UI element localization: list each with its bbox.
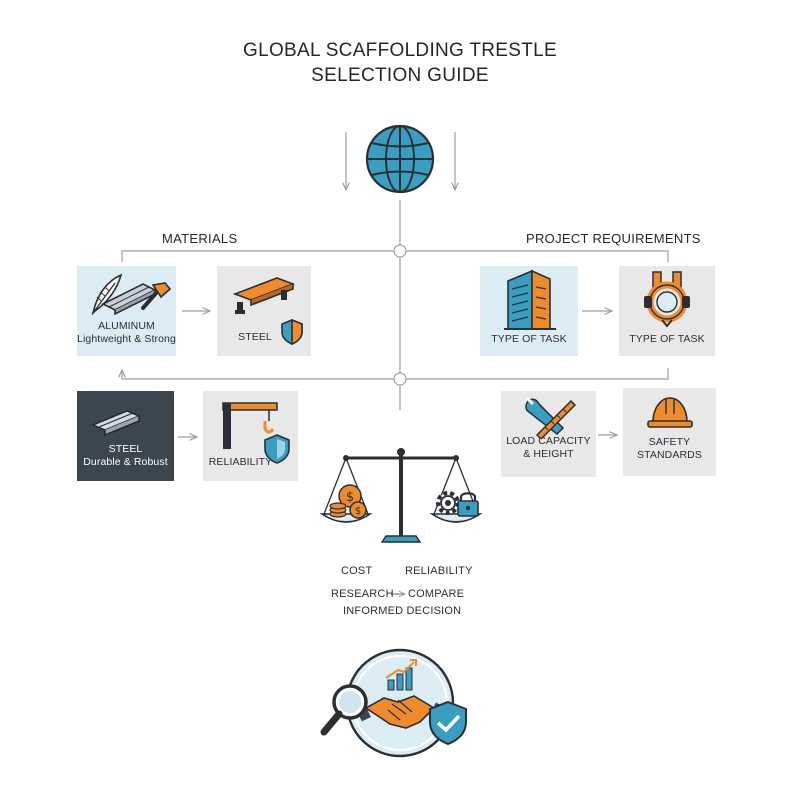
decision-emblem — [320, 648, 467, 758]
page-title: GLOBAL SCAFFOLDING TRESTLE SELECTION GUI… — [0, 38, 800, 88]
caption-research: RESEARCH — [331, 588, 394, 600]
card-aluminum-label: ALUMINUM Lightweight & Strong — [77, 320, 176, 356]
hard-hat-icon — [647, 397, 693, 428]
caption-compare: COMPARE — [408, 588, 465, 600]
building-icon — [504, 269, 556, 330]
shield-icon — [264, 434, 290, 464]
ruler-icon — [535, 399, 577, 439]
svg-text:$: $ — [346, 490, 354, 505]
card-aluminum[interactable]: ALUMINUM Lightweight & Strong — [77, 266, 176, 356]
safety-harness-icon — [644, 271, 690, 328]
card-load-capacity-line2: & HEIGHT — [523, 448, 574, 460]
top-node — [393, 244, 407, 258]
shield-check-icon — [429, 700, 467, 746]
card-load-capacity-line1: LOAD CAPACITY — [506, 435, 591, 447]
card-load-capacity-label: LOAD CAPACITY & HEIGHT — [506, 435, 591, 477]
hammer-icon — [141, 282, 172, 310]
caption-cost: COST — [341, 565, 373, 577]
card-reliability[interactable]: RELIABILITY — [203, 391, 298, 481]
card-steel-durable[interactable]: STEEL Durable & Robust — [77, 391, 174, 481]
middle-node — [393, 372, 407, 386]
card-type-of-task-harness[interactable]: TYPE OF TASK — [619, 266, 715, 356]
card-steel-durable-label: STEEL Durable & Robust — [83, 443, 167, 481]
card-aluminum-title: ALUMINUM — [98, 320, 155, 332]
caption-reliability: RELIABILITY — [405, 565, 473, 577]
shield-icon — [281, 318, 303, 346]
card-steel-durable-subtitle: Durable & Robust — [83, 456, 168, 468]
card-safety-standards-line2: STANDARDS — [637, 449, 702, 461]
card-aluminum-subtitle: Lightweight & Strong — [77, 333, 176, 345]
card-load-capacity[interactable]: LOAD CAPACITY & HEIGHT — [501, 391, 596, 477]
card-safety-standards-label: SAFETY STANDARDS — [637, 436, 702, 476]
globe-icon — [365, 124, 435, 194]
caption-informed-decision: INFORMED DECISION — [343, 605, 462, 617]
card-steel-label: STEEL — [238, 331, 272, 343]
title-line-1: GLOBAL SCAFFOLDING TRESTLE — [243, 40, 557, 61]
card-reliability-label: RELIABILITY — [208, 456, 273, 468]
card-type-of-task-building[interactable]: TYPE OF TASK — [480, 266, 578, 356]
card-safety-standards[interactable]: SAFETY STANDARDS — [623, 388, 716, 476]
feather-icon — [91, 273, 123, 316]
section-materials: MATERIALS — [162, 231, 238, 246]
card-type-of-task-1-label: TYPE OF TASK — [491, 333, 567, 345]
title-line-2: SELECTION GUIDE — [311, 65, 489, 86]
beam-icon — [232, 277, 296, 314]
card-steel[interactable]: STEEL — [217, 266, 311, 356]
bar-chart-icon — [385, 659, 417, 691]
card-steel-durable-title: STEEL — [108, 443, 143, 455]
svg-text:$: $ — [355, 506, 361, 517]
section-project-requirements: PROJECT REQUIREMENTS — [526, 231, 701, 246]
lock-icon — [457, 492, 479, 517]
crane-icon — [222, 402, 278, 449]
gear-icon — [436, 491, 460, 515]
balance-scale-icon — [319, 448, 483, 543]
card-safety-standards-line1: SAFETY — [648, 436, 691, 448]
card-type-of-task-2-label: TYPE OF TASK — [629, 333, 705, 345]
coins-icon: $ $ — [329, 484, 367, 519]
magnifier-icon — [320, 684, 368, 736]
beam-icon — [91, 410, 141, 437]
